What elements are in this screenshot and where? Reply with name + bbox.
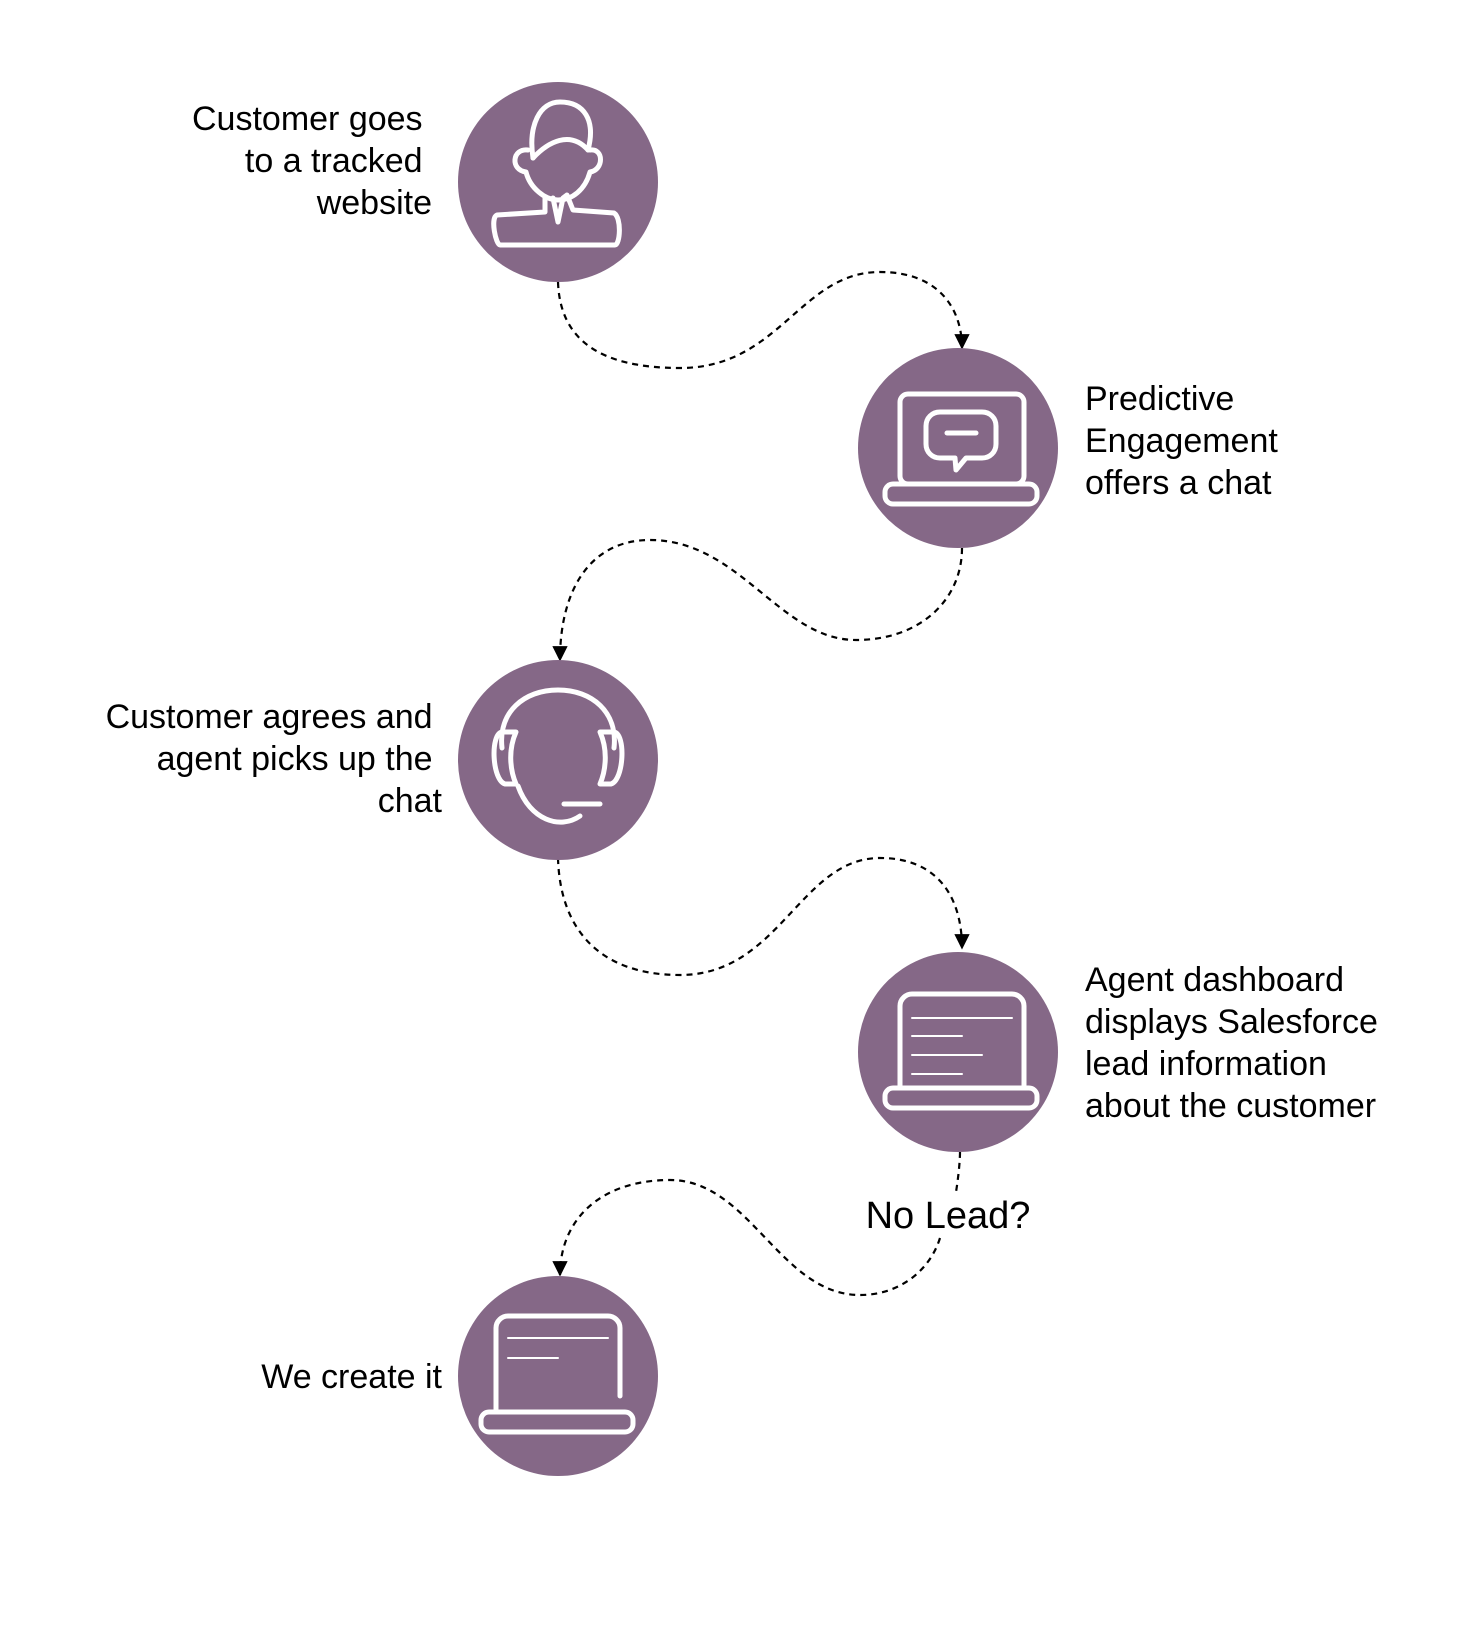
step-circle: [858, 348, 1058, 548]
step-1-label: Customer goes to a tracked website: [192, 100, 432, 222]
connector-step4-to-no-lead: [954, 1151, 962, 1193]
laptop-create-icon: [478, 1313, 636, 1435]
connector-step2-to-step3: [552, 538, 964, 662]
step-circle: [458, 1276, 658, 1476]
step-circle: [458, 82, 658, 282]
connector-no-lead-to-step5: [552, 1178, 942, 1297]
step-predictive-engagement-node: [858, 348, 1058, 548]
customer-person-icon: [491, 99, 622, 248]
step-agent-node: [458, 660, 658, 860]
step-circle: [858, 952, 1058, 1152]
headset-icon: [491, 687, 625, 825]
no-lead-decision-label: No Lead?: [866, 1195, 1031, 1237]
laptop-chat-icon: [882, 391, 1040, 507]
connector-step3-to-step4: [556, 856, 970, 977]
connector-step1-to-step2: [556, 270, 970, 370]
step-agent-dashboard-node: [858, 952, 1058, 1152]
step-2-label: Predictive Engagement offers a chat: [1085, 380, 1287, 502]
step-customer-node: [458, 82, 658, 282]
step-4-label: Agent dashboard displays Salesforce lead…: [1085, 961, 1387, 1125]
step-circle: [458, 660, 658, 860]
step-create-lead-node: [458, 1276, 658, 1476]
step-5-label: We create it: [261, 1358, 442, 1396]
step-3-label: Customer agrees and agent picks up the c…: [106, 698, 443, 820]
laptop-dashboard-icon: [882, 991, 1040, 1111]
